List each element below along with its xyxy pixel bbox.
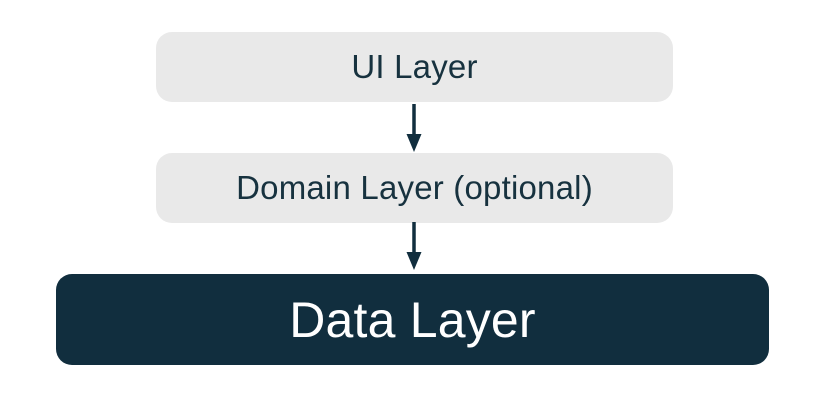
- domain-layer-box: Domain Layer (optional): [156, 153, 673, 223]
- arrow-down-icon: [406, 222, 422, 270]
- ui-layer-label: UI Layer: [351, 48, 478, 85]
- data-layer-box: Data Layer: [56, 274, 769, 365]
- arrow-down-icon: [406, 104, 422, 152]
- domain-layer-label: Domain Layer (optional): [236, 169, 593, 206]
- data-layer-label: Data Layer: [289, 291, 536, 348]
- ui-layer-box: UI Layer: [156, 32, 673, 102]
